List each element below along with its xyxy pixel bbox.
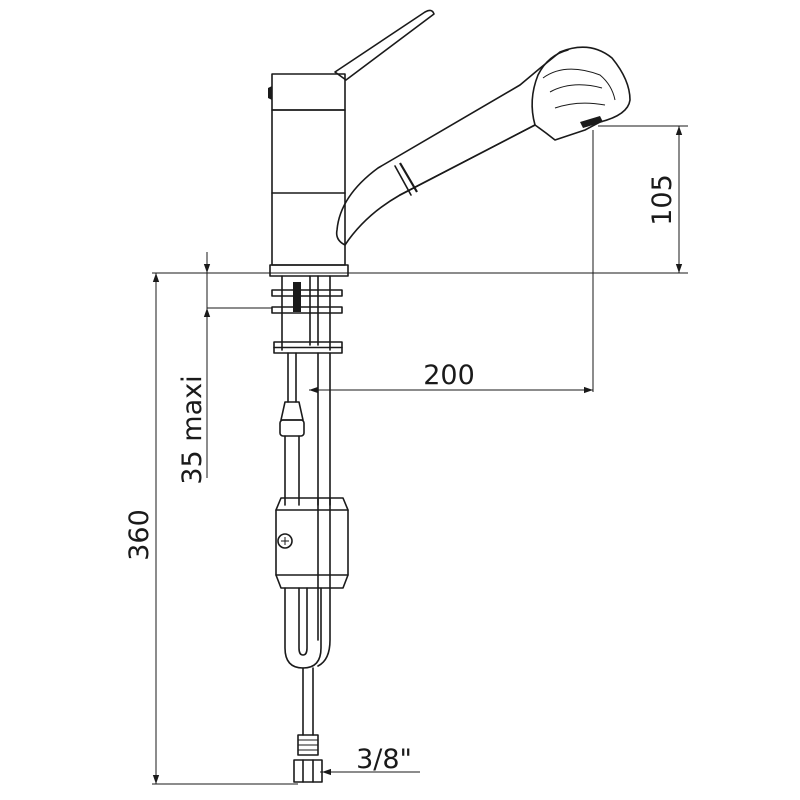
spout-collar	[399, 162, 418, 193]
counterweight	[275, 497, 349, 589]
washer-lower	[271, 306, 343, 314]
body-column	[271, 109, 346, 266]
body-cap	[271, 73, 346, 111]
under-deck-assembly	[271, 275, 349, 783]
hex-nut	[293, 759, 323, 783]
dimension-lines	[152, 125, 688, 785]
label-connector-size: 3/8"	[356, 744, 412, 775]
spray-nozzle	[580, 116, 603, 128]
faucet-body	[268, 9, 435, 277]
label-35-maxi: 35 maxi	[177, 375, 208, 484]
label-200: 200	[423, 360, 475, 391]
label-360: 360	[124, 509, 155, 561]
label-105: 105	[647, 174, 678, 226]
hose-coupling	[280, 401, 304, 421]
base-ring	[269, 264, 349, 277]
pull-out-spout	[335, 46, 631, 246]
washer-upper	[271, 289, 343, 297]
lever-handle	[334, 9, 435, 81]
